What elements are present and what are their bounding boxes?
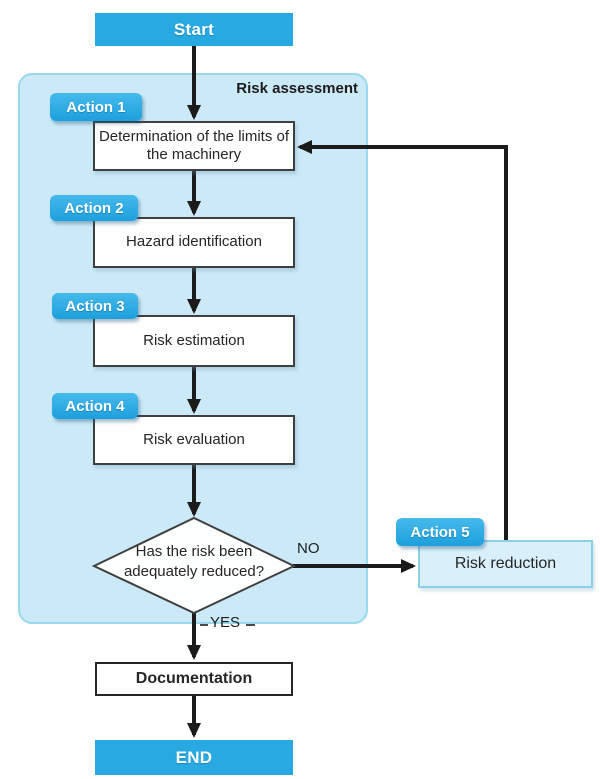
action-5-tag: Action 5 xyxy=(396,518,484,546)
yes-edge-label: YES xyxy=(210,614,241,631)
risk-reduction-node: Risk reduction xyxy=(418,540,593,588)
risk-estimation-node: Risk estimation xyxy=(93,315,295,367)
risk-evaluation-node: Risk evaluation xyxy=(93,415,295,465)
action-4-tag: Action 4 xyxy=(52,393,138,419)
documentation-node: Documentation xyxy=(95,662,293,696)
hazard-identification-node: Hazard identification xyxy=(93,217,295,268)
decision-diamond xyxy=(91,516,297,615)
action-3-tag: Action 3 xyxy=(52,293,138,319)
start-node: Start xyxy=(95,13,293,46)
container-title: Risk assessment xyxy=(236,80,358,97)
action-1-tag: Action 1 xyxy=(50,93,142,121)
decision-question: Has the risk been adequately reduced? xyxy=(123,543,265,581)
action-2-tag: Action 2 xyxy=(50,195,138,221)
determine-limits-node: Determination of the limits of the machi… xyxy=(93,121,295,171)
no-edge-label: NO xyxy=(297,540,320,557)
end-node: END xyxy=(95,740,293,775)
